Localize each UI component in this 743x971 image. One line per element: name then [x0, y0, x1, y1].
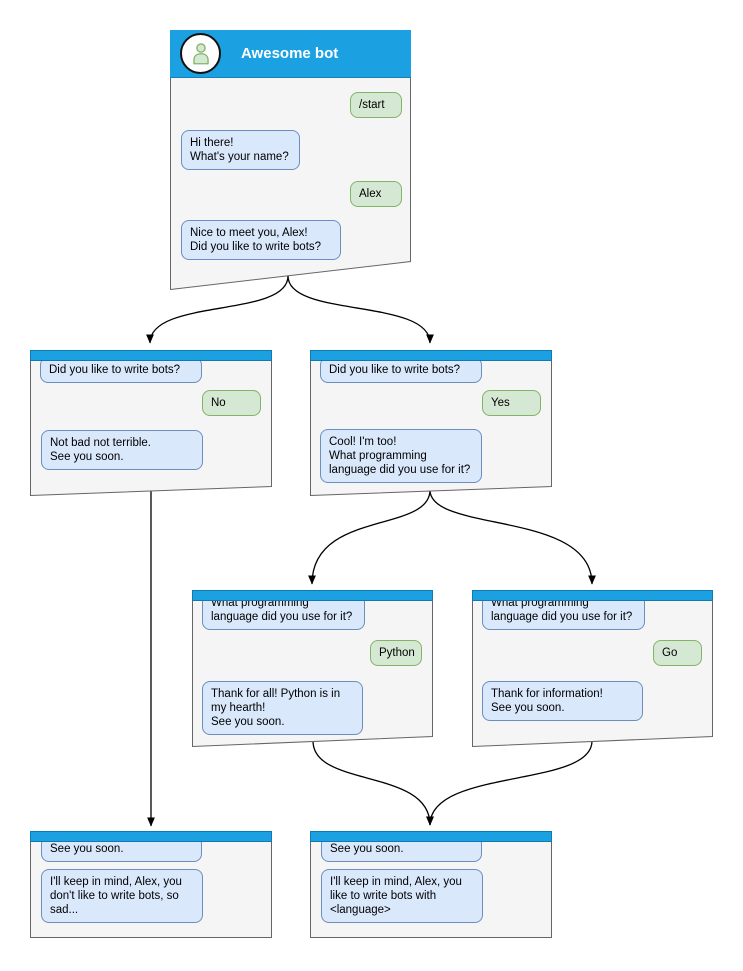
message-bubble-user[interactable]: Go [653, 640, 702, 666]
message-bubble-bot[interactable]: Hi there! What's your name? [181, 130, 300, 170]
message-bubble-bot[interactable]: Thank for information! See you soon. [482, 681, 643, 721]
message-bubble-user[interactable]: Yes [482, 390, 541, 416]
chat-window-lang-python[interactable]: What programming language did you use fo… [192, 590, 433, 747]
chat-window-end-yes[interactable]: See you soon. I'll keep in mind, Alex, y… [310, 831, 552, 938]
message-bubble-bot[interactable]: Did you like to write bots? [320, 357, 482, 383]
avatar [180, 33, 221, 74]
connector-start-to-branch-no[interactable] [146, 275, 289, 344]
window-titlebar: Awesome bot [170, 30, 411, 78]
message-bubble-user[interactable]: /start [350, 92, 402, 118]
window-titlebar [30, 350, 272, 361]
message-bubble-bot[interactable]: Not bad not terrible. See you soon. [41, 430, 203, 470]
chat-window-start[interactable]: Awesome bot /start Hi there! What's your… [170, 30, 411, 290]
message-bubble-user[interactable]: Python [370, 640, 422, 666]
message-bubble-user[interactable]: No [202, 390, 261, 416]
person-icon [192, 42, 209, 64]
message-bubble-bot[interactable]: I'll keep in mind, Alex, you don't like … [41, 869, 203, 923]
window-titlebar [472, 590, 713, 601]
connector-branch-yes-to-python[interactable] [308, 489, 431, 585]
window-titlebar [310, 831, 552, 842]
message-bubble-bot[interactable]: Nice to meet you, Alex! Did you like to … [181, 220, 341, 260]
connector-go-to-end-yes[interactable] [426, 740, 593, 826]
chat-window-branch-yes[interactable]: Did you like to write bots? Yes Cool! I'… [310, 350, 552, 496]
window-titlebar [192, 590, 433, 601]
message-bubble-user[interactable]: Alex [350, 181, 402, 207]
window-titlebar [30, 831, 272, 842]
window-title: Awesome bot [241, 45, 339, 62]
connector-branch-yes-to-go[interactable] [429, 489, 596, 585]
connector-start-to-branch-yes[interactable] [287, 275, 434, 344]
chat-window-lang-go[interactable]: What programming language did you use fo… [472, 590, 713, 747]
chat-window-branch-no[interactable]: Did you like to write bots? No Not bad n… [30, 350, 272, 496]
chat-window-end-no[interactable]: See you soon. I'll keep in mind, Alex, y… [30, 831, 272, 938]
message-bubble-bot[interactable]: Did you like to write bots? [40, 357, 202, 383]
message-bubble-bot[interactable]: Thank for all! Python is in my hearth! S… [202, 681, 363, 735]
message-bubble-bot[interactable]: Cool! I'm too! What programming language… [320, 429, 482, 483]
connector-python-to-end-yes[interactable] [312, 740, 434, 826]
message-bubble-bot[interactable]: I'll keep in mind, Alex, you like to wri… [321, 869, 483, 923]
window-titlebar [310, 350, 552, 361]
